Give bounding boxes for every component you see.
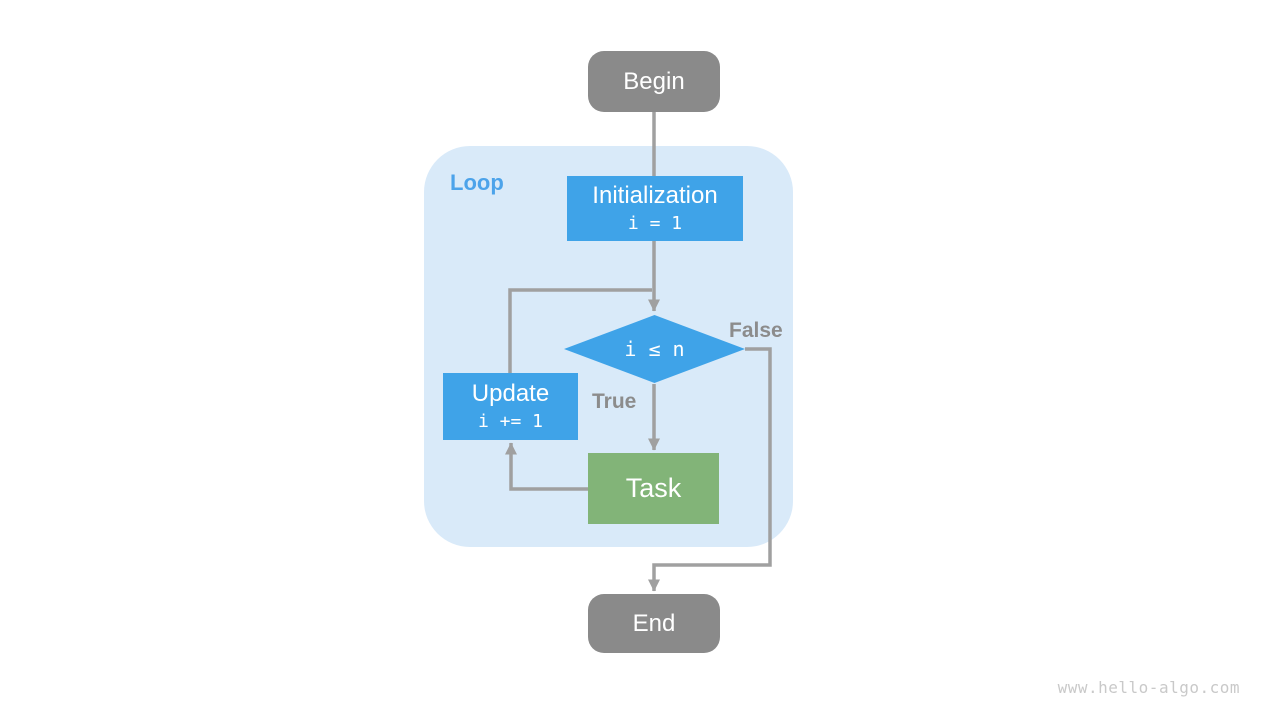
edge-condition-false-to-end — [648, 347, 772, 592]
update-node-label: Update — [471, 379, 550, 407]
update-node-code: i += 1 — [477, 410, 544, 432]
condition-node-label: i ≤ n — [624, 337, 685, 361]
edge-task-to-update — [505, 442, 588, 491]
false-edge-label: False — [729, 319, 783, 342]
end-node: End — [588, 594, 720, 653]
task-node: Task — [588, 453, 719, 524]
end-node-label: End — [632, 609, 676, 637]
initialization-node: Initialization i = 1 — [567, 176, 743, 241]
edge-update-to-condition — [508, 288, 652, 374]
watermark-text: www.hello-algo.com — [1057, 678, 1240, 697]
initialization-node-label: Initialization — [592, 181, 718, 209]
initialization-node-code: i = 1 — [627, 212, 683, 234]
begin-node-label: Begin — [623, 67, 685, 95]
update-node: Update i += 1 — [443, 373, 578, 440]
loop-label: Loop — [450, 170, 504, 195]
begin-node: Begin — [588, 51, 720, 112]
true-edge-label: True — [592, 390, 637, 413]
task-node-label: Task — [625, 473, 682, 503]
